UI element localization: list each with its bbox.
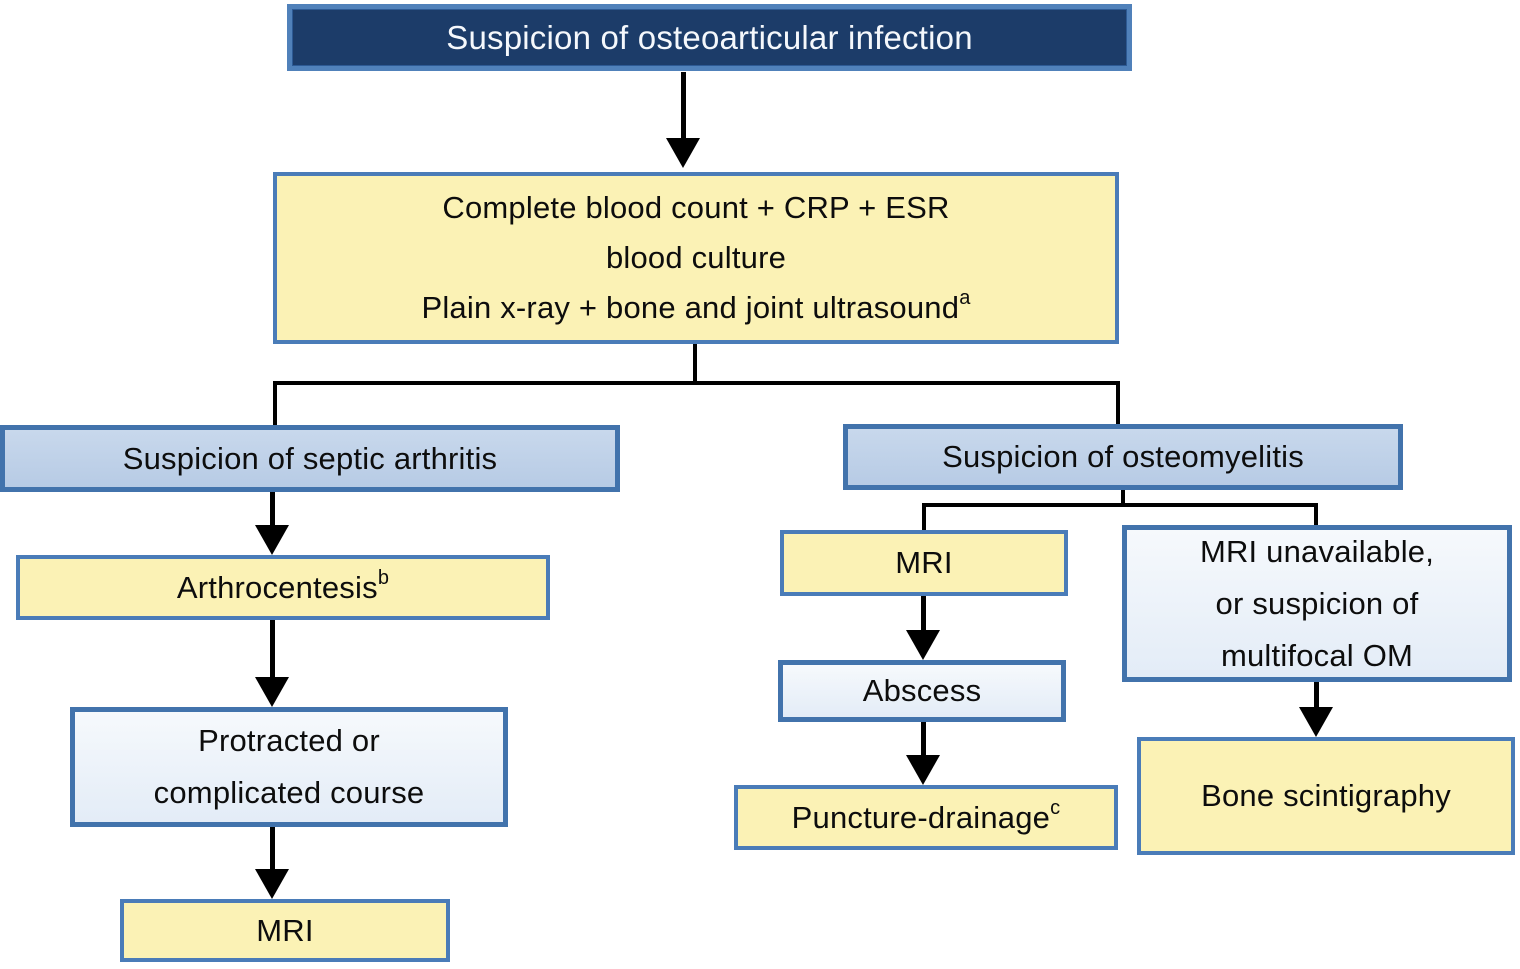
mri-unavailable-line-3: multifocal OM xyxy=(1220,637,1414,673)
arrow-stem-arthrocentesis-protracted xyxy=(270,620,275,680)
footnote-b: b xyxy=(377,566,390,589)
mri-unavailable-line-1: MRI unavailable, xyxy=(1199,533,1435,569)
workup-line-1: Complete blood count + CRP + ESR xyxy=(442,190,950,225)
protracted-line-1: Protracted or xyxy=(198,723,380,758)
connector-split-horizontal xyxy=(273,381,1120,385)
connector-left-branch-down xyxy=(273,381,277,425)
connector-osteo-left-down xyxy=(922,503,926,530)
node-label: Bone scintigraphy xyxy=(1201,778,1451,813)
node-label: Suspicion of osteoarticular infection xyxy=(446,18,973,56)
node-suspicion-septic-arthritis: Suspicion of septic arthritis xyxy=(0,425,620,492)
node-abscess: Abscess xyxy=(778,660,1066,722)
protracted-line-2: complicated course xyxy=(153,775,425,810)
node-label: MRI xyxy=(256,912,314,948)
node-puncture-drainage: Puncture-drainagec xyxy=(734,785,1118,850)
connector-osteo-right-down xyxy=(1314,503,1318,525)
mri-unavailable-line-2: or suspicion of xyxy=(1215,585,1419,621)
node-mri-left: MRI xyxy=(120,899,450,962)
node-label: Suspicion of septic arthritis xyxy=(122,440,498,476)
arrow-stem-protracted-mri xyxy=(270,827,275,871)
footnote-c: c xyxy=(1050,796,1061,819)
arrow-head-abscess-puncture xyxy=(906,755,940,785)
arrow-head-unavailable-scintigraphy xyxy=(1299,707,1333,737)
workup-line-3: Plain x-ray + bone and joint ultrasounda xyxy=(421,287,971,325)
connector-osteo-split-horizontal xyxy=(922,503,1318,507)
arrow-stem-root-workup xyxy=(681,72,686,140)
node-mri-unavailable: MRI unavailable, or suspicion of multifo… xyxy=(1122,525,1512,682)
node-suspicion-osteoarticular-infection: Suspicion of osteoarticular infection xyxy=(287,4,1132,71)
arrow-stem-septic-arthrocentesis xyxy=(270,492,275,530)
node-label: MRI xyxy=(895,545,953,580)
node-initial-workup: Complete blood count + CRP + ESR blood c… xyxy=(273,172,1119,344)
workup-line-2: blood culture xyxy=(605,240,787,275)
connector-osteo-down xyxy=(1121,490,1125,507)
arrow-head-arthrocentesis-protracted xyxy=(255,677,289,707)
arrow-stem-unavailable-scintigraphy xyxy=(1314,682,1319,710)
arrow-head-protracted-mri xyxy=(255,869,289,899)
node-label: Arthrocentesisb xyxy=(176,566,390,605)
node-suspicion-osteomyelitis: Suspicion of osteomyelitis xyxy=(843,424,1403,490)
arrow-stem-abscess-puncture xyxy=(921,722,926,757)
connector-workup-down xyxy=(693,344,697,385)
arrow-head-root-workup xyxy=(666,138,700,168)
arrow-head-mri-abscess xyxy=(906,630,940,660)
node-arthrocentesis: Arthrocentesisb xyxy=(16,555,550,620)
node-label: Abscess xyxy=(862,673,982,708)
footnote-a: a xyxy=(959,287,971,309)
arrow-head-septic-arthrocentesis xyxy=(255,525,289,555)
node-bone-scintigraphy: Bone scintigraphy xyxy=(1137,737,1515,855)
arrow-stem-mri-abscess xyxy=(921,596,926,632)
node-protracted-course: Protracted or complicated course xyxy=(70,707,508,827)
connector-right-branch-down xyxy=(1116,381,1120,424)
node-mri-right: MRI xyxy=(780,530,1068,596)
node-label: Suspicion of osteomyelitis xyxy=(942,439,1304,474)
node-label: Puncture-drainagec xyxy=(791,796,1061,835)
